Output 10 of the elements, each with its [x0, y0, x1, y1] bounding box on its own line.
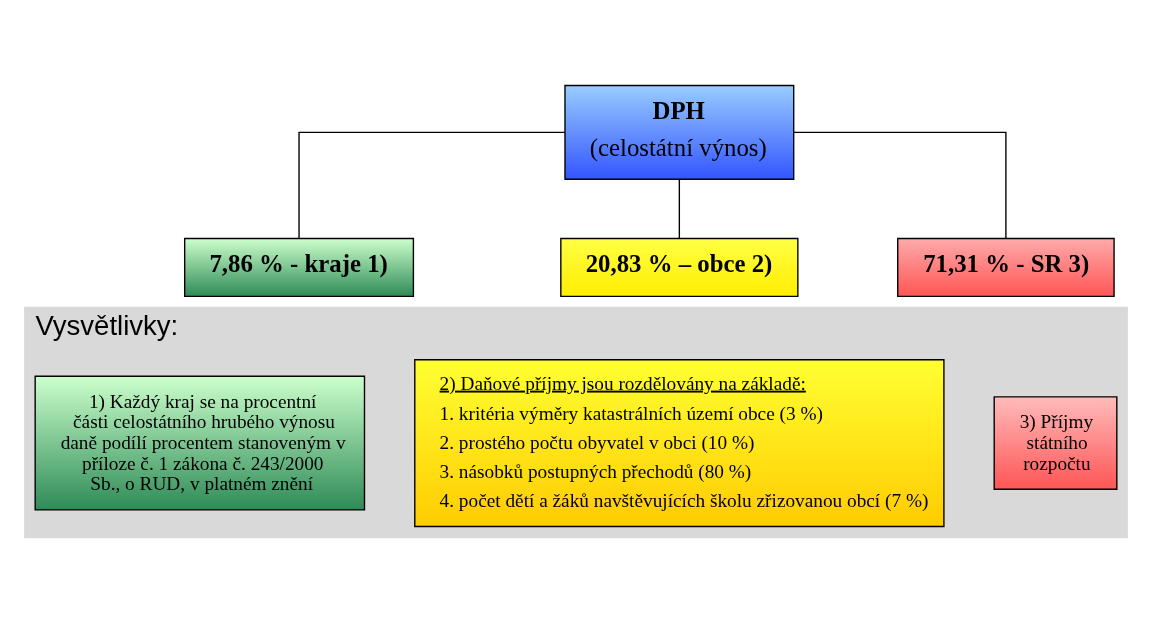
node-box: 2) Daňové příjmy jsou rozdělovány na základě: 1. kritéria výměry katastrálních území obce (3 %) 2. prostého počtu obyvatel v obci (10 %) 3. násobků postupných přechodů (80 %) 4. počet dětí a žáků navštěvujících školu zřizovanou obcí (7 %)	[414, 359, 945, 528]
node-box: 71,31 % - SR 3)	[897, 237, 1115, 297]
node-box: 20,83 % – obce 2)	[560, 237, 799, 297]
connector	[298, 131, 566, 239]
connector	[793, 131, 1007, 239]
connector	[678, 178, 681, 240]
node-box: DPH (celostátní výnos)	[564, 84, 795, 180]
node-box: 7,86 % - kraje 1)	[184, 237, 415, 297]
node-box: 1) Každý kraj se na procentní části celostátního hrubého výnosu daně podílí procentem stanoveným v příloze č. 1 zákona č. 243/2000 Sb., o RUD, v platném znění	[34, 375, 366, 511]
node-box: 3) Příjmy státního rozpočtu	[993, 396, 1118, 490]
